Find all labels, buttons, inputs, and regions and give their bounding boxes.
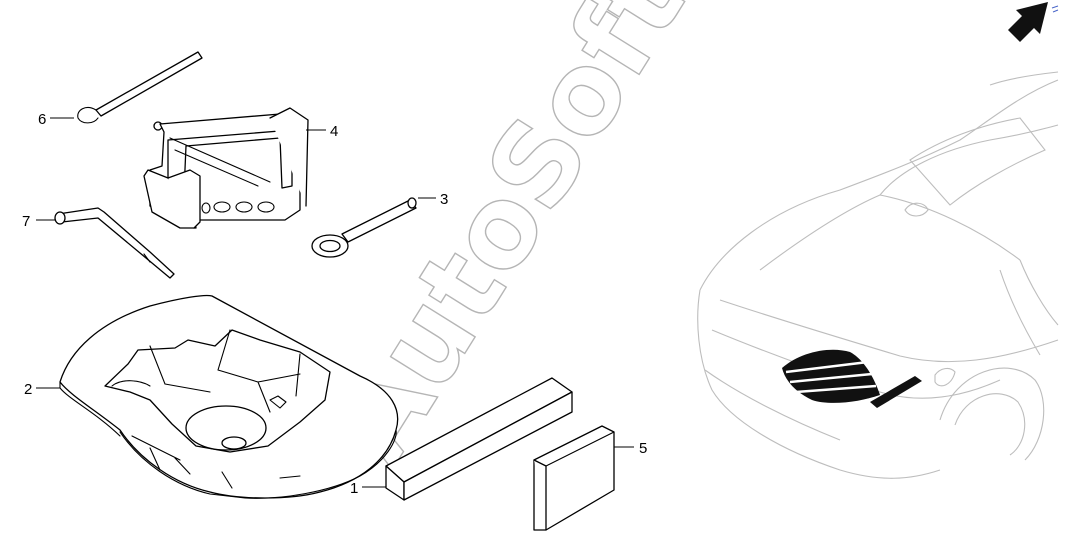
part-2-foam-tray xyxy=(59,294,399,499)
callout-2: 2 xyxy=(24,381,32,398)
callout-6: 6 xyxy=(38,111,46,128)
part-5-pad xyxy=(533,425,615,531)
trunk-highlight-bar xyxy=(870,376,922,408)
callout-4: 4 xyxy=(330,123,338,140)
part-7-wheel-brace xyxy=(54,207,175,279)
callout-3: 3 xyxy=(440,191,448,208)
arrow-up-right-icon xyxy=(1008,2,1059,42)
vehicle-outline xyxy=(697,71,1059,479)
callout-1: 1 xyxy=(350,480,358,497)
part-6-hook xyxy=(77,51,203,124)
callout-7: 7 xyxy=(22,213,30,230)
part-1-foam-block xyxy=(385,377,573,501)
part-3-tow-eye xyxy=(311,197,417,258)
callout-5: 5 xyxy=(639,440,647,457)
trunk-highlight xyxy=(782,349,880,403)
leader-lines xyxy=(36,117,634,488)
part-4-scissor-jack xyxy=(143,107,309,229)
